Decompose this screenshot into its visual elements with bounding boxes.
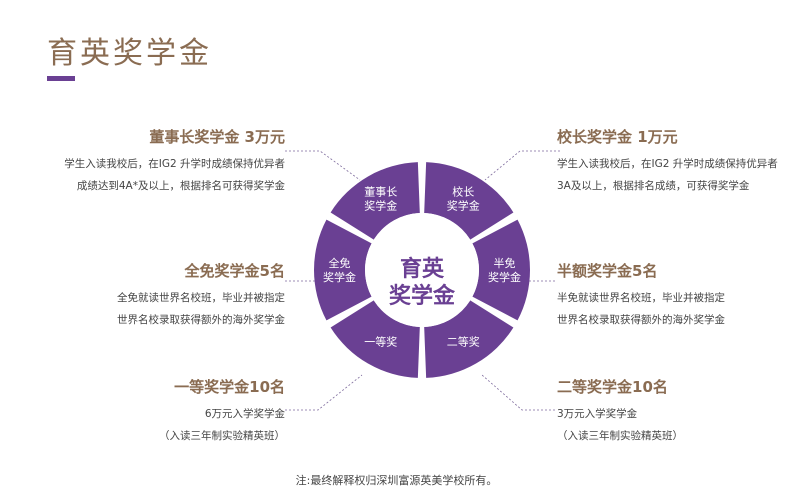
wheel-segment-label-top-left-2: 奖学金 bbox=[364, 199, 397, 213]
wheel-segment-label-top-left-1: 董事长 bbox=[364, 186, 397, 199]
first-line1: 6万元入学奖学金 bbox=[204, 408, 285, 420]
half-head: 半额奖学金5名 bbox=[557, 262, 658, 280]
full-line2: 世界名校录取获得额外的海外奖学金 bbox=[117, 314, 285, 326]
wheel-segment-label-left-1: 全免 bbox=[329, 256, 351, 270]
full-head: 全免奖学金5名 bbox=[184, 262, 285, 280]
half-line1: 半免就读世界名校班，毕业并被指定 bbox=[557, 292, 725, 304]
center-title-line2: 奖学金 bbox=[389, 283, 456, 309]
wheel-segment-bottom-left bbox=[330, 300, 420, 378]
half-line2: 世界名校录取获得额外的海外奖学金 bbox=[557, 314, 725, 326]
half-scholarship: 半额奖学金5名 半免就读世界名校班，毕业并被指定 世界名校录取获得额外的海外奖学… bbox=[557, 260, 787, 331]
wheel-segment-bottom-right bbox=[424, 300, 514, 378]
chairman-head: 董事长奖学金 3万元 bbox=[149, 128, 285, 146]
second-line2: （入读三年制实验精英班） bbox=[557, 430, 683, 442]
principal-line2: 3A及以上，根据排名成绩，可获得奖学金 bbox=[557, 180, 750, 192]
first-head: 一等奖学金10名 bbox=[174, 378, 285, 396]
principal-scholarship: 校长奖学金 1万元 学生入读我校后，在IG2 升学时成绩保持优异者 3A及以上，… bbox=[557, 126, 787, 197]
page-title: 育英奖学金 bbox=[47, 36, 212, 71]
first-prize-scholarship: 一等奖学金10名 6万元入学奖学金 （入读三年制实验精英班） bbox=[25, 376, 285, 447]
second-line1: 3万元入学奖学金 bbox=[557, 408, 638, 420]
wheel-segment-right bbox=[472, 219, 530, 321]
wheel-segment-top-right bbox=[424, 162, 514, 240]
principal-head: 校长奖学金 1万元 bbox=[557, 128, 678, 146]
connector-top-right bbox=[484, 150, 560, 181]
connector-bottom-right bbox=[481, 374, 555, 411]
wheel-segment-top-left bbox=[330, 162, 420, 240]
footnote: 注:最终解释权归深圳富源英美学校所有。 bbox=[295, 474, 498, 487]
center-title-line1: 育英 bbox=[400, 256, 445, 282]
wheel-segment-label-right-1: 半免 bbox=[494, 256, 516, 270]
second-prize-scholarship: 二等奖学金10名 3万元入学奖学金 （入读三年制实验精英班） bbox=[557, 376, 787, 447]
wheel-segment-left bbox=[314, 219, 372, 321]
wheel-segment-label-left-2: 奖学金 bbox=[323, 270, 356, 284]
wheel-segment-label-right-2: 奖学金 bbox=[488, 270, 521, 284]
wheel-segment-label-bottom-left-1: 一等奖 bbox=[364, 334, 397, 348]
title-underline bbox=[47, 76, 75, 81]
wheel-segment-label-top-right-1: 校长 bbox=[452, 185, 474, 199]
connector-top-left bbox=[285, 150, 361, 181]
full-scholarship: 全免奖学金5名 全免就读世界名校班，毕业并被指定 世界名校录取获得额外的海外奖学… bbox=[25, 260, 285, 331]
full-line1: 全免就读世界名校班，毕业并被指定 bbox=[117, 292, 285, 304]
second-head: 二等奖学金10名 bbox=[557, 378, 668, 396]
principal-line1: 学生入读我校后，在IG2 升学时成绩保持优异者 bbox=[557, 158, 778, 170]
chairman-line1: 学生入读我校后，在IG2 升学时成绩保持优异者 bbox=[64, 158, 285, 170]
connector-lines bbox=[285, 150, 560, 411]
first-line2: （入读三年制实验精英班） bbox=[159, 430, 285, 442]
wheel-center bbox=[365, 213, 479, 327]
chairman-line2: 成绩达到4A*及以上，根据排名可获得奖学金 bbox=[76, 180, 285, 192]
wheel-segment-label-bottom-right-1: 二等奖 bbox=[447, 334, 480, 348]
connector-bottom-left bbox=[285, 374, 363, 411]
wheel-segment-label-top-right-2: 奖学金 bbox=[447, 199, 480, 213]
chairman-scholarship: 董事长奖学金 3万元 学生入读我校后，在IG2 升学时成绩保持优异者 成绩达到4… bbox=[25, 126, 285, 197]
